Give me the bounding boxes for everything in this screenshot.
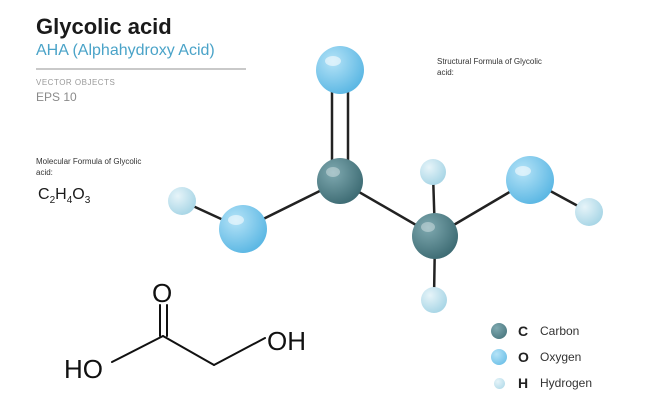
skeletal-bond-cc bbox=[162, 335, 215, 366]
carbon-legend-icon bbox=[491, 323, 507, 339]
carbon-atom-2 bbox=[412, 213, 458, 259]
legend-symbol: O bbox=[518, 349, 529, 365]
atoms bbox=[168, 46, 603, 313]
legend-name: Oxygen bbox=[540, 350, 582, 364]
vector-objects-label: VECTOR OBJECTS bbox=[36, 78, 116, 87]
molecular-formula-label: Molecular Formula of Glycolic acid: bbox=[36, 157, 142, 177]
skeletal-bond-coh bbox=[213, 337, 266, 366]
hydrogen-legend-icon bbox=[493, 377, 505, 389]
hydrogen-atom-bottom bbox=[421, 287, 447, 313]
legend-name: Hydrogen bbox=[540, 376, 593, 390]
legend-symbol: C bbox=[518, 323, 529, 339]
legend-item-oxygen: O Oxygen bbox=[490, 344, 592, 370]
skeletal-oh-label: OH bbox=[267, 326, 306, 356]
skeletal-ho-label: HO bbox=[64, 354, 103, 384]
hydrogen-atom-left bbox=[168, 187, 196, 215]
structural-formula-label: Structural Formula of Glycolic acid: bbox=[437, 57, 542, 77]
oxygen-atom-left bbox=[219, 205, 267, 253]
legend-symbol: H bbox=[518, 375, 529, 391]
legend-item-hydrogen: H Hydrogen bbox=[490, 370, 592, 396]
molecular-formula: C2H4O3 bbox=[38, 186, 91, 207]
skeletal-formula bbox=[111, 304, 266, 366]
legend-item-carbon: C Carbon bbox=[490, 318, 592, 344]
hydrogen-atom-top bbox=[420, 159, 446, 185]
oxygen-legend-icon bbox=[491, 349, 507, 365]
oxygen-atom-top bbox=[316, 46, 364, 94]
hydrogen-atom-right bbox=[575, 198, 603, 226]
eps-label: EPS 10 bbox=[36, 90, 77, 104]
title-divider bbox=[36, 68, 246, 70]
subtitle: AHA (Alphahydroxy Acid) bbox=[36, 42, 215, 59]
skeletal-bond-ho bbox=[111, 335, 164, 363]
page-title: Glycolic acid bbox=[36, 14, 172, 39]
oxygen-atom-right bbox=[506, 156, 554, 204]
legend-name: Carbon bbox=[540, 324, 580, 338]
skeletal-o-label: O bbox=[152, 278, 172, 308]
atom-legend: C Carbon O Oxygen H Hydrogen bbox=[490, 318, 592, 396]
carbon-atom-1 bbox=[317, 158, 363, 204]
